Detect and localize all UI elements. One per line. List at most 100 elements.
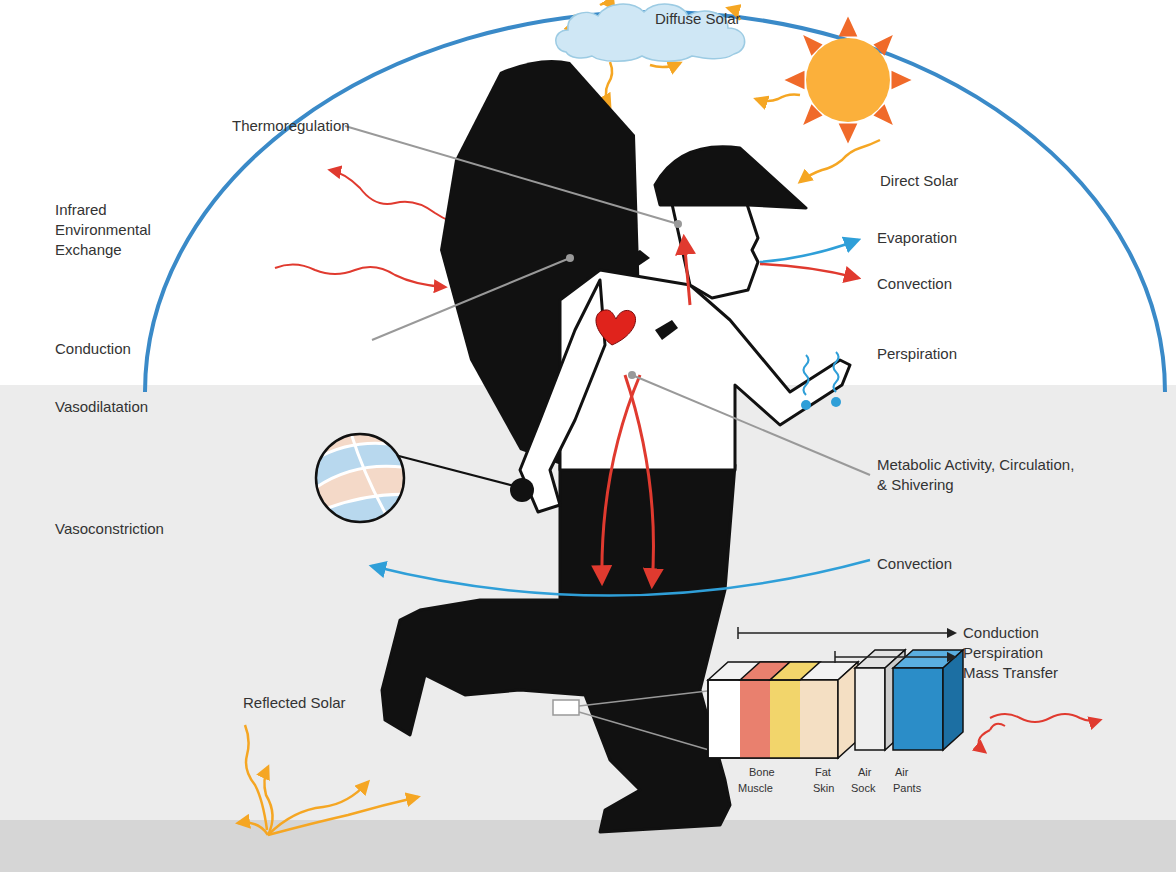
skin-sample-marker-part xyxy=(579,712,716,752)
perspiration-drops-part xyxy=(804,355,809,395)
layer-brackets-part xyxy=(835,656,955,658)
tissue-layers-part xyxy=(708,680,838,758)
layer-brackets-part xyxy=(738,632,955,634)
sun-part-part xyxy=(841,20,855,35)
outer-exchange-arrows-part xyxy=(990,714,1100,722)
callout-label: Evaporation xyxy=(877,228,957,248)
person xyxy=(382,147,850,832)
callout-label: Conduction xyxy=(963,623,1039,643)
vessel-magnifier-part-part xyxy=(300,494,420,530)
layer-label: Sock xyxy=(851,781,875,795)
sun-part-part xyxy=(893,73,908,87)
layer-label: Fat xyxy=(815,765,831,779)
callout-label: Thermoregulation xyxy=(232,116,350,136)
callout-label: Vasodilatation xyxy=(55,397,148,417)
solar-rays-part xyxy=(238,823,268,836)
vessel-magnifier-part-part xyxy=(300,466,420,500)
skin-sample-marker-part xyxy=(579,690,716,706)
perspiration-drops xyxy=(801,352,841,410)
layer-label: Air xyxy=(895,765,908,779)
tissue-layers xyxy=(708,650,963,758)
callout-label: Perspiration xyxy=(877,344,957,364)
outer-exchange-arrows-part xyxy=(979,730,990,752)
person-part xyxy=(520,280,605,512)
background-part xyxy=(0,820,1176,872)
backpack-strap-part xyxy=(610,250,650,275)
vessel-magnifier-part-part xyxy=(300,494,420,520)
layer-brackets-part xyxy=(737,627,739,639)
leader-dots xyxy=(566,220,682,379)
infrared-arrows xyxy=(275,170,470,287)
leader-lines-part xyxy=(632,375,870,475)
layer-label: Skin xyxy=(813,781,834,795)
leader-dots-part xyxy=(566,254,574,262)
tissue-layers-part xyxy=(740,680,770,758)
layer-label: Bone xyxy=(749,765,775,779)
solar-rays-part xyxy=(650,63,680,67)
solar-rays-part xyxy=(606,62,612,106)
callout-label: Infrared Environmental Exchange xyxy=(55,200,170,260)
infrared-arrows-part xyxy=(275,264,445,287)
vessel-magnifier-part xyxy=(395,455,522,488)
tissue-layers-part xyxy=(770,680,800,758)
leader-dots-part xyxy=(628,371,636,379)
sun-part xyxy=(788,20,908,140)
leader-lines-part xyxy=(372,258,570,340)
perspiration-drops-part xyxy=(831,397,841,407)
perspiration-drops-part xyxy=(801,400,811,410)
layer-label: Muscle xyxy=(738,781,773,795)
sun-part xyxy=(806,38,890,122)
heart xyxy=(596,310,636,345)
backpack-strap-part xyxy=(655,320,678,340)
person-part xyxy=(655,147,806,208)
person-part xyxy=(382,465,735,832)
solar-rays-part xyxy=(268,797,418,835)
sun-part-part xyxy=(841,125,855,140)
breath-arrows-part xyxy=(760,240,858,262)
layer-brackets xyxy=(738,627,955,663)
breath-arrows-part xyxy=(760,264,858,278)
callout-label: Reflected Solar xyxy=(243,693,346,713)
person-part xyxy=(670,195,758,298)
sun xyxy=(788,20,908,140)
cloud-path xyxy=(556,4,745,61)
vessel-magnifier-part xyxy=(300,430,420,530)
perspiration-drops-part xyxy=(834,352,839,392)
solar-rays-part xyxy=(264,767,272,835)
breath-arrows xyxy=(760,240,858,278)
callout-label: Conduction xyxy=(55,339,131,359)
cloud-label: Diffuse Solar xyxy=(655,10,741,27)
convection-arrow xyxy=(372,560,870,596)
circulation-arrows-part xyxy=(684,238,690,305)
sun-part-part xyxy=(788,73,803,87)
skin-sample-marker xyxy=(553,690,716,752)
skin-sample-marker-part xyxy=(553,700,579,715)
solar-rays-part xyxy=(268,782,368,835)
circulation-arrows xyxy=(602,238,690,585)
leader-dots-part xyxy=(674,220,682,228)
callout-label: Perspiration Mass Transfer xyxy=(963,643,1083,683)
layer-label: Air xyxy=(858,765,871,779)
tissue-layers-part xyxy=(800,680,838,758)
layer-brackets-part xyxy=(834,651,836,663)
callout-label: Convection xyxy=(877,554,952,574)
tissue-layers-part xyxy=(708,680,838,758)
cloud-outline xyxy=(552,0,752,64)
callout-label: Direct Solar xyxy=(880,171,958,191)
cloud-shape: Diffuse Solar xyxy=(552,0,752,64)
outer-exchange-arrows xyxy=(979,714,1100,752)
callout-label: Convection xyxy=(877,274,952,294)
layer-label: Pants xyxy=(893,781,921,795)
tissue-layers-part xyxy=(893,668,943,750)
outer-exchange-arrows-part xyxy=(990,724,1005,730)
solar-rays-part xyxy=(756,95,800,102)
leader-lines-part xyxy=(345,126,678,224)
vessel-magnifier-part xyxy=(316,434,404,522)
vessel-magnifier xyxy=(300,430,534,530)
callout-label: Vasoconstriction xyxy=(55,519,164,539)
tissue-layers-part xyxy=(855,668,885,750)
circulation-arrows-part xyxy=(625,375,653,585)
callout-label: Metabolic Activity, Circulation, & Shive… xyxy=(877,455,1077,495)
tissue-layers-part xyxy=(943,650,963,750)
